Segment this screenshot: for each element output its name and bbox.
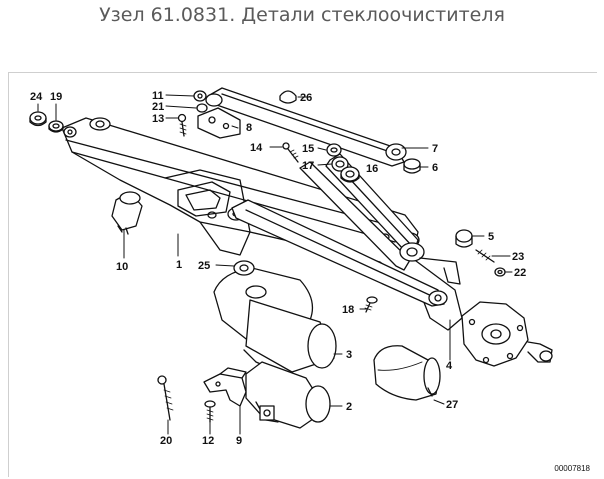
- gear-housing: [461, 301, 553, 367]
- bushing-11: [193, 90, 207, 102]
- diagram-frame: [8, 72, 597, 477]
- label-27: 27: [446, 399, 458, 411]
- nut-22: [494, 267, 506, 277]
- label-3: 3: [346, 349, 352, 361]
- label-25: 25: [198, 260, 210, 272]
- diagram-reference-number: 00007818: [554, 464, 590, 473]
- bolt-13: [177, 113, 187, 137]
- label-13: 13: [152, 113, 164, 125]
- part-labels: 24 19 11 21 13 8 26 14 15 17 16 7 6 5 23…: [30, 90, 526, 447]
- label-11: 11: [152, 90, 164, 102]
- damper-10: [111, 191, 143, 235]
- label-24: 24: [30, 91, 43, 103]
- washer-21: [196, 103, 208, 113]
- label-5: 5: [488, 231, 494, 243]
- label-2: 2: [346, 401, 352, 413]
- label-6: 6: [432, 162, 438, 174]
- label-9: 9: [236, 435, 242, 447]
- bushing-16: [340, 166, 360, 183]
- label-22: 22: [514, 267, 526, 279]
- label-17: 17: [302, 160, 314, 172]
- pivot-cap: [63, 126, 77, 138]
- leader-lines: [37, 94, 513, 435]
- label-23: 23: [512, 251, 524, 263]
- rubber-boot-27: [373, 345, 441, 401]
- bushing-15: [326, 143, 342, 157]
- label-21: 21: [152, 101, 164, 113]
- bracket: [197, 107, 241, 139]
- wiper-motor-3: [213, 260, 337, 373]
- screw-18: [364, 296, 378, 313]
- screw-12: [204, 400, 216, 423]
- label-12: 12: [202, 435, 214, 447]
- label-14: 14: [250, 142, 263, 154]
- lower-link-rod: [231, 199, 448, 307]
- label-4: 4: [446, 360, 453, 372]
- wiper-motor-2: [245, 361, 331, 429]
- label-19: 19: [50, 91, 62, 103]
- bolt-20: [157, 375, 174, 421]
- cap-26: [279, 90, 297, 104]
- nut-24: [29, 111, 47, 127]
- screw-14: [282, 142, 299, 163]
- label-7: 7: [432, 143, 438, 155]
- label-15: 15: [302, 143, 314, 155]
- label-1: 1: [176, 259, 182, 271]
- bolt-23: [475, 249, 495, 263]
- washer-19: [48, 120, 64, 133]
- page-title: Узел 61.0831. Детали стеклоочистителя: [99, 4, 505, 26]
- bushing-6: [403, 158, 421, 174]
- bushing-5: [455, 229, 473, 248]
- label-16: 16: [366, 163, 378, 175]
- label-18: 18: [342, 304, 354, 316]
- label-26: 26: [300, 92, 312, 104]
- pivot-assembly: [399, 242, 461, 285]
- label-10: 10: [116, 261, 128, 273]
- bracket-9: [203, 367, 247, 407]
- label-8: 8: [246, 122, 252, 134]
- label-20: 20: [160, 435, 172, 447]
